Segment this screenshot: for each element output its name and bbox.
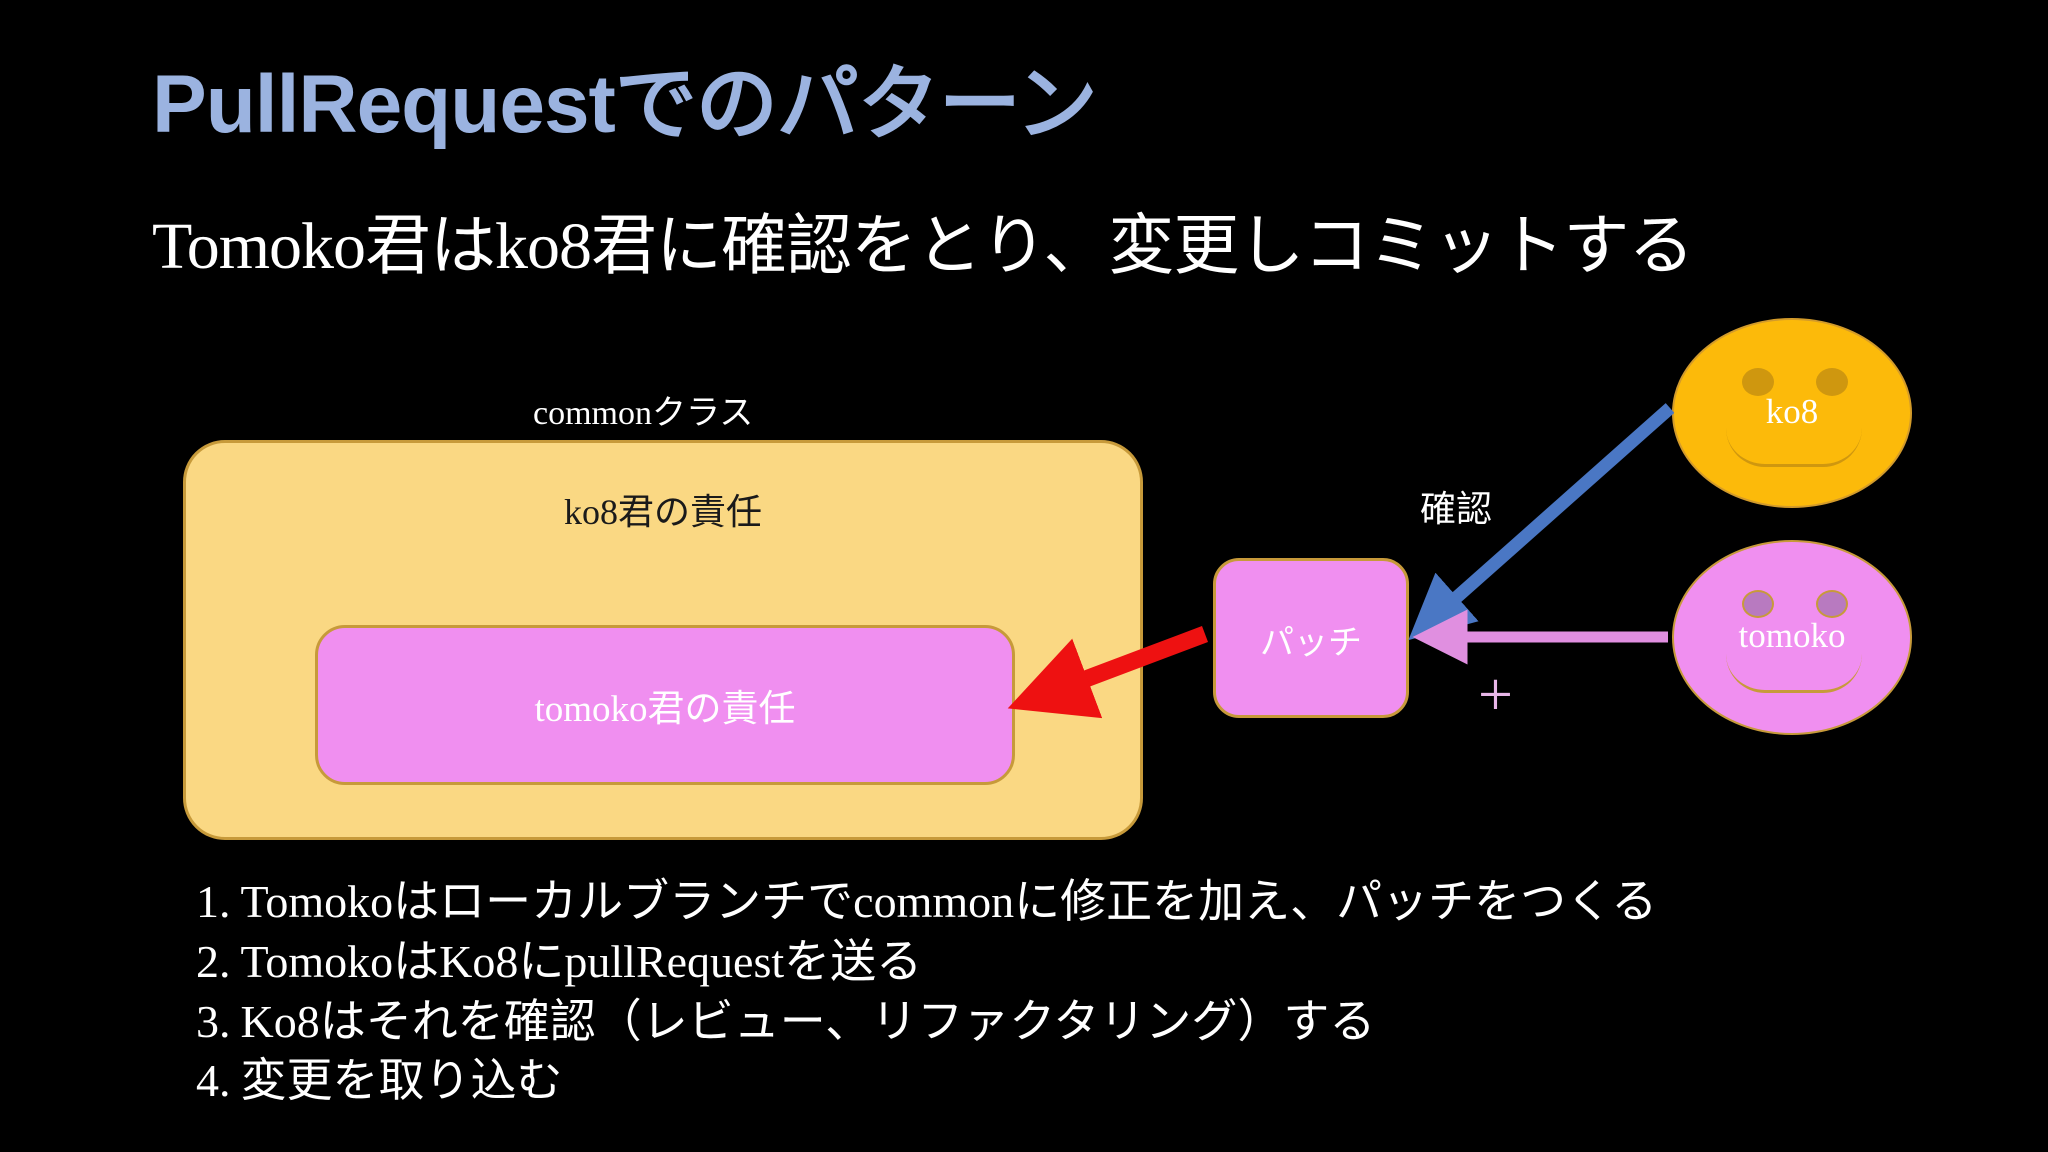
annotation-plus: + [1478,661,1513,729]
step-number: 4. [196,1055,231,1107]
eye-left-icon [1742,368,1774,396]
annotation-review: 確認 [1420,489,1493,529]
list-item: 3.Ko8はそれを確認（レビュー、リファクタリング）する [196,992,1657,1052]
step-text: Tomokoはローカルブランチでcommonに修正を加え、パッチをつくる [240,876,1658,927]
eye-left-icon [1742,590,1774,618]
eye-right-icon [1816,590,1848,618]
patch-box-label: パッチ [1260,625,1362,662]
patch-box: パッチ [1213,558,1409,718]
list-item: 1.Tomokoはローカルブランチでcommonに修正を加え、パッチをつくる [196,872,1657,932]
tomoko-responsibility-box: tomoko君の責任 [315,625,1015,785]
tomoko-responsibility-label: tomoko君の責任 [534,689,796,730]
step-text: Ko8はそれを確認（レビュー、リファクタリング）する [240,995,1376,1047]
eye-right-icon [1816,368,1848,396]
slide-subtitle: Tomoko君はko8君に確認をとり、変更しコミットする [152,210,1694,283]
step-number: 2. [196,935,231,987]
smile-icon [1726,428,1862,467]
common-class-label: commonクラス [533,395,754,432]
smile-icon [1726,654,1862,693]
step-text: TomokoはKo8にpullRequestを送る [240,935,923,987]
ko8-avatar-label: ko8 [1765,392,1819,431]
tomoko-avatar: tomoko [1672,540,1912,735]
list-item: 2.TomokoはKo8にpullRequestを送る [196,932,1657,992]
ko8-responsibility-label: ko8君の責任 [563,492,762,532]
step-number: 1. [196,876,231,927]
ko8-avatar: ko8 [1672,318,1912,508]
page-title: PullRequestでのパターン [152,59,1098,150]
list-item: 4.変更を取り込む [196,1051,1657,1111]
steps-list: 1.Tomokoはローカルブランチでcommonに修正を加え、パッチをつくる 2… [196,872,1657,1111]
step-text: 変更を取り込む [240,1055,563,1107]
tomoko-avatar-label: tomoko [1738,616,1846,655]
step-number: 3. [196,995,231,1047]
